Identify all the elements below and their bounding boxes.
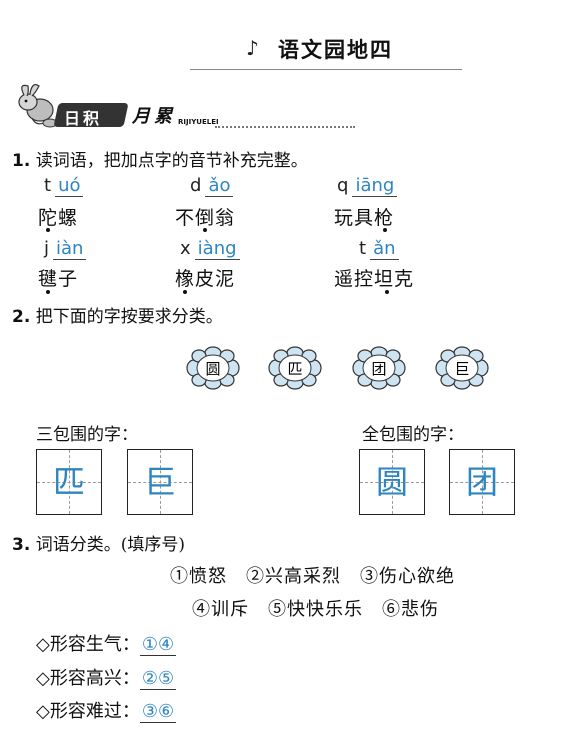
page-title: 语文园地四 bbox=[278, 38, 393, 62]
banner-title: 日积 bbox=[64, 109, 103, 128]
banner-subtitle: 月累 bbox=[132, 106, 176, 127]
category-row: ◇形容生气：①④ bbox=[36, 630, 177, 656]
word: 陀螺 bbox=[38, 207, 79, 229]
question-1-heading: 1. 读词语，把加点字的音节补充完整。 bbox=[12, 146, 308, 171]
pinyin-initial: q bbox=[337, 175, 349, 196]
rabbit-mascot-icon bbox=[18, 84, 58, 128]
grid-answer-char: 圆 bbox=[375, 463, 408, 501]
pinyin-answer[interactable]: iāng bbox=[352, 176, 398, 197]
category-label: ◇形容生气： bbox=[36, 634, 140, 655]
category-row: ◇形容难过：③⑥ bbox=[36, 697, 177, 723]
writing-grid[interactable]: 匹 bbox=[36, 449, 102, 515]
writing-grid[interactable]: 圆 bbox=[359, 449, 425, 515]
question-number: 2. bbox=[12, 307, 31, 327]
flower-char-card: 圆 bbox=[186, 346, 240, 390]
word: 遥控坦克 bbox=[334, 268, 415, 290]
pinyin-answer[interactable]: ǎo bbox=[205, 176, 234, 197]
category-answer[interactable]: ①④ bbox=[139, 634, 177, 656]
pinyin-initial: d bbox=[190, 175, 202, 196]
emphasis-dot bbox=[383, 228, 387, 232]
writing-grid[interactable]: 团 bbox=[449, 449, 515, 515]
question-text: 读词语，把加点字的音节补充完整。 bbox=[35, 151, 308, 171]
pinyin-answer[interactable]: iàng bbox=[194, 239, 240, 260]
category-row: ◇形容高兴：②⑤ bbox=[36, 664, 177, 690]
emphasis-dot bbox=[46, 228, 50, 232]
emphasis-dot bbox=[203, 228, 207, 232]
question-2-heading: 2. 把下面的字按要求分类。 bbox=[12, 302, 223, 327]
word: 毽子 bbox=[38, 268, 79, 290]
flower-char-card: 团 bbox=[352, 346, 406, 390]
question-number: 3. bbox=[12, 535, 31, 555]
banner-pinyin: RIJIYUELEI bbox=[178, 118, 219, 126]
flower-char-card: 匹 bbox=[268, 346, 322, 390]
emphasis-dot bbox=[385, 290, 389, 294]
grid-answer-char: 巨 bbox=[143, 463, 176, 501]
pinyin-initial: x bbox=[180, 238, 191, 259]
flower-char-card: 巨 bbox=[435, 346, 489, 390]
category-answer[interactable]: ②⑤ bbox=[139, 668, 177, 690]
question-3-heading: 3. 词语分类。(填序号) bbox=[12, 530, 185, 555]
music-note-icon: ♪ bbox=[246, 36, 259, 60]
category-label: ◇形容难过： bbox=[36, 701, 140, 722]
pinyin-initial: t bbox=[359, 238, 367, 259]
options-row: ①愤怒 ②兴高采烈 ③伤心欲绝 bbox=[170, 566, 455, 587]
flower-char: 圆 bbox=[205, 360, 220, 378]
grid-answer-char: 团 bbox=[465, 463, 498, 501]
options-row: ④训斥 ⑤快快乐乐 ⑥悲伤 bbox=[192, 599, 439, 620]
emphasis-dot bbox=[183, 290, 187, 294]
question-text: 把下面的字按要求分类。 bbox=[35, 307, 223, 327]
category-answer[interactable]: ③⑥ bbox=[139, 701, 177, 723]
emphasis-dot bbox=[46, 290, 50, 294]
flower-char: 团 bbox=[371, 360, 386, 378]
group-1-label: 三包围的字： bbox=[36, 425, 138, 445]
pinyin-answer[interactable]: uó bbox=[55, 176, 84, 197]
pinyin-initial: t bbox=[44, 175, 52, 196]
title-underline bbox=[190, 69, 462, 70]
word: 不倒翁 bbox=[175, 207, 236, 229]
pinyin-initial: j bbox=[44, 238, 50, 259]
word: 橡皮泥 bbox=[175, 268, 236, 290]
pinyin-answer[interactable]: iàn bbox=[53, 239, 87, 260]
flower-char: 巨 bbox=[454, 360, 469, 378]
writing-grid[interactable]: 巨 bbox=[127, 449, 193, 515]
group-2-label: 全包围的字： bbox=[362, 425, 464, 445]
flower-char: 匹 bbox=[287, 360, 302, 378]
grid-answer-char: 匹 bbox=[52, 463, 85, 501]
category-label: ◇形容高兴： bbox=[36, 668, 140, 689]
word: 玩具枪 bbox=[334, 207, 395, 229]
pinyin-answer[interactable]: ǎn bbox=[370, 239, 399, 260]
question-text: 词语分类。(填序号) bbox=[35, 535, 185, 555]
banner-dotted-line bbox=[215, 126, 355, 128]
question-number: 1. bbox=[12, 151, 31, 171]
